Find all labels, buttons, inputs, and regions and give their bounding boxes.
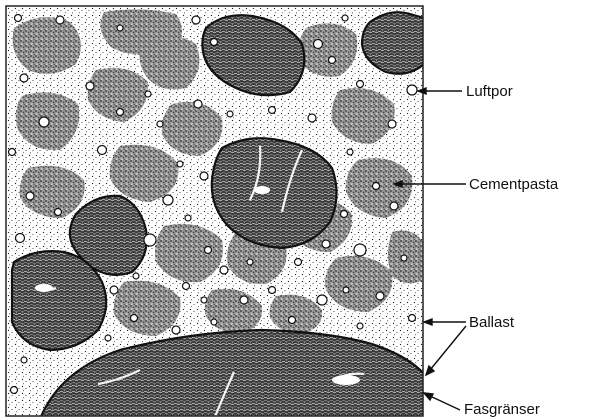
label-air-pore: Luftpor xyxy=(466,83,513,100)
label-cement-paste: Cementpasta xyxy=(469,176,559,193)
leader-phase-boundary xyxy=(430,396,460,410)
label-phase-boundary: Fasgränser xyxy=(464,401,540,418)
leader-aggregate-2 xyxy=(430,326,466,370)
label-aggregate: Ballast xyxy=(469,314,515,331)
